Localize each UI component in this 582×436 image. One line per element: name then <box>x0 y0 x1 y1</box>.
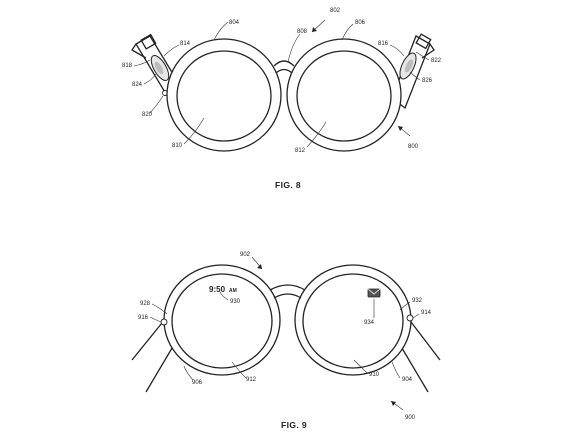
ref-910: 910 <box>369 372 380 378</box>
bridge-808 <box>273 60 295 67</box>
ref-808: 808 <box>297 29 308 35</box>
ref-826: 826 <box>422 78 433 84</box>
ref-824: 824 <box>132 82 143 88</box>
ref-814: 814 <box>180 41 191 47</box>
fig-8-caption: FIG. 8 <box>275 180 301 190</box>
ref-932: 932 <box>412 298 423 304</box>
ref-802: 802 <box>330 8 341 14</box>
left-hinge-sensor-916 <box>160 318 168 326</box>
ref-904: 904 <box>402 377 413 383</box>
bridge-9 <box>269 284 306 291</box>
fig-9-annotations: 902 928 930 916 906 912 910 904 932 934 … <box>138 252 432 421</box>
left-lens-912 <box>171 273 273 369</box>
ref-818: 818 <box>122 63 133 69</box>
right-rim-904 <box>294 264 412 376</box>
ref-820: 820 <box>142 112 153 118</box>
right-lens-910 <box>302 273 404 369</box>
ref-906: 906 <box>192 380 203 386</box>
ref-822: 822 <box>431 58 442 64</box>
ref-810: 810 <box>172 143 183 149</box>
fig-9-caption: FIG. 9 <box>281 420 307 430</box>
ref-914: 914 <box>421 310 432 316</box>
right-lens-812 <box>296 50 392 142</box>
right-touch-sensor-816 <box>399 52 417 80</box>
fig-8-glasses <box>131 33 435 152</box>
ref-806: 806 <box>355 20 366 26</box>
hud-time-930: 9:50 <box>209 285 226 294</box>
hud-message-icon-934 <box>367 288 381 298</box>
fig-9-glasses: 9:50 AM <box>131 264 441 393</box>
right-hinge-sensor-914 <box>406 314 414 322</box>
ref-804: 804 <box>229 20 240 26</box>
left-lens-810 <box>176 50 272 142</box>
ref-902: 902 <box>240 252 251 258</box>
ref-812: 812 <box>295 148 306 154</box>
right-rim-806 <box>286 38 402 152</box>
ref-916: 916 <box>138 315 149 321</box>
ref-816: 816 <box>378 41 389 47</box>
hud-ampm: AM <box>229 288 237 294</box>
left-rim-804 <box>166 38 282 152</box>
ref-912: 912 <box>246 377 257 383</box>
fig-8-annotations: 802 804 806 808 810 812 814 816 818 820 … <box>122 8 442 154</box>
left-touch-sensor-814 <box>150 55 170 81</box>
ref-800: 800 <box>408 144 419 150</box>
ref-900: 900 <box>405 415 416 421</box>
ref-934: 934 <box>364 320 375 326</box>
ref-928: 928 <box>140 301 151 307</box>
ref-930: 930 <box>230 299 241 305</box>
left-rim-906 <box>163 264 281 376</box>
